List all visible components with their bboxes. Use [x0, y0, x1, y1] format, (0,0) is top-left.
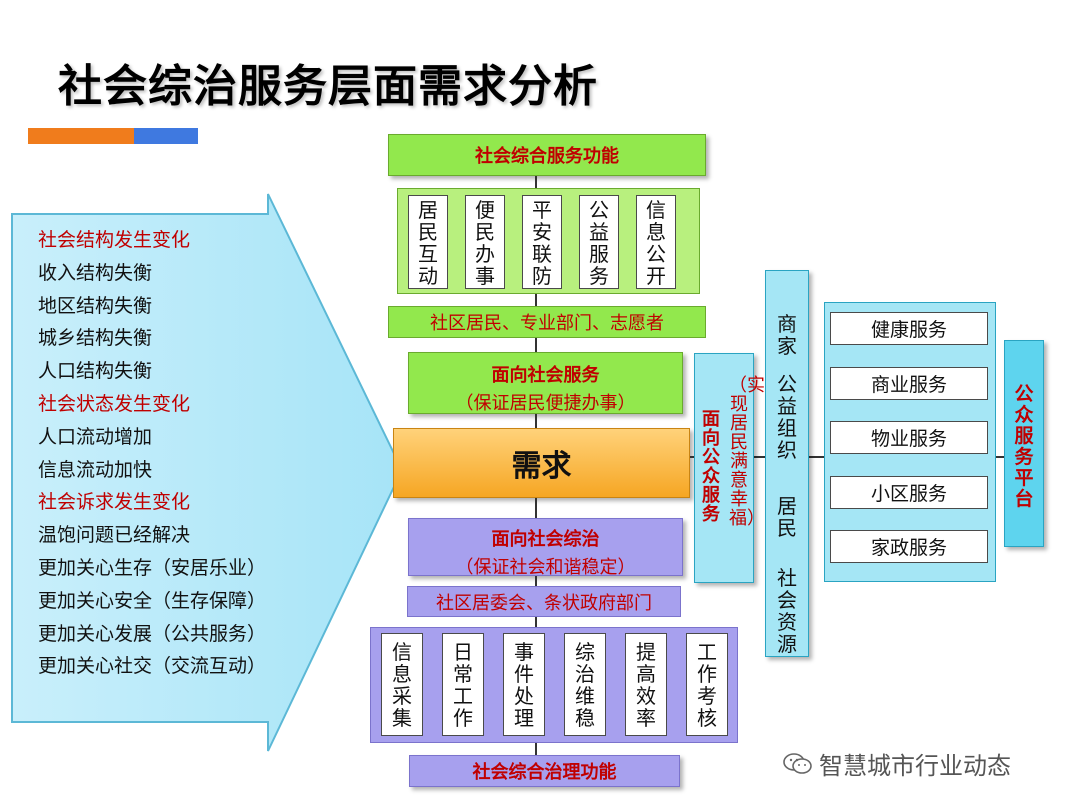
governance-function-cell: 工作考核: [686, 633, 728, 736]
governance-function-cell: 提高效率: [625, 633, 667, 736]
context-item: 更加关心发展（公共服务）: [38, 622, 267, 645]
connector: [535, 576, 537, 586]
social-service-function-header: 社会综合服务功能: [388, 134, 706, 176]
context-item: 人口结构失衡: [38, 360, 153, 383]
public-service-box: （实现居民满意幸福） 面向公众服务: [694, 353, 765, 583]
top-participants: 社区居民、专业部门、志愿者: [388, 306, 706, 338]
service-function-label: 居民互动: [418, 198, 438, 288]
resource-label: 公益组织: [777, 372, 797, 462]
context-item: 更加关心社交（交流互动）: [38, 655, 267, 678]
governance-function-label: 提高效率: [636, 640, 656, 730]
connector: [535, 498, 537, 518]
service-title: 面向社会服务: [491, 365, 600, 386]
participants-label: 社区居委会、条状政府部门: [436, 592, 652, 614]
accent-bar-orange: [28, 128, 134, 144]
context-item: 城乡结构失衡: [38, 327, 153, 350]
social-governance-function-footer: 社会综合治理功能: [409, 755, 680, 787]
service-item: 小区服务: [830, 475, 988, 509]
governance-function-label: 事件处理: [514, 640, 534, 730]
demand-box: 需求: [393, 428, 690, 498]
watermark-text: 智慧城市行业动态: [819, 752, 1011, 780]
connector: [535, 743, 537, 755]
resources-box: 商家公益组织居民社会资源: [765, 270, 809, 657]
governance-function-label: 日常工作: [453, 640, 473, 730]
context-item: 地区结构失衡: [38, 294, 153, 317]
social-service-box: 面向社会服务 （保证居民便捷办事）: [408, 352, 683, 414]
connector: [535, 414, 537, 428]
context-heading: 社会状态发生变化: [38, 392, 191, 415]
public-service-title: 面向公众服务: [702, 409, 720, 525]
context-item: 收入结构失衡: [38, 261, 153, 284]
public-service-subtitle: （实现居民满意幸福）: [729, 375, 765, 529]
resource-label: 居民: [777, 494, 797, 540]
governance-title: 面向社会综治: [491, 529, 600, 550]
connector: [535, 176, 537, 188]
governance-function-label: 工作考核: [697, 640, 717, 730]
resource-label: 社会资源: [777, 566, 797, 656]
service-function-label: 便民办事: [475, 198, 495, 288]
demand-label: 需求: [511, 449, 572, 484]
connector: [535, 617, 537, 627]
connector: [535, 294, 537, 306]
service-function-cell: 公益服务: [579, 195, 619, 289]
context-arrow: [11, 193, 404, 752]
context-heading: 社会结构发生变化: [38, 229, 191, 251]
service-function-cell: 信息公开: [636, 195, 676, 289]
context-item: 人口流动增加: [38, 425, 153, 448]
connector: [535, 338, 537, 352]
services-panel: 健康服务商业服务物业服务小区服务家政服务: [824, 302, 996, 582]
service-item: 商业服务: [830, 366, 988, 400]
accent-bar-blue: [134, 128, 198, 144]
context-item: 温饱问题已经解决: [38, 524, 191, 547]
governance-function-cell: 信息采集: [381, 633, 423, 736]
governance-subtitle: （保证社会和谐稳定）: [455, 557, 636, 578]
footer-label: 社会综合治理功能: [472, 762, 617, 783]
resource-label: 商家: [777, 312, 797, 358]
header-label: 社会综合服务功能: [475, 146, 619, 167]
governance-function-cell: 事件处理: [503, 633, 545, 736]
service-subtitle: （保证居民便捷办事）: [455, 393, 636, 414]
governance-function-label: 信息采集: [392, 640, 412, 730]
governance-functions-panel: 信息采集 日常工作 事件处理 综治维稳 提高效率 工作考核: [370, 627, 738, 743]
context-item: 更加关心生存（安居乐业）: [38, 556, 267, 579]
participants-label: 社区居民、专业部门、志愿者: [430, 313, 664, 334]
service-function-label: 公益服务: [589, 198, 609, 288]
context-heading: 社会诉求发生变化: [38, 491, 191, 514]
context-item: 更加关心安全（生存保障）: [38, 589, 267, 612]
service-item: 物业服务: [830, 421, 988, 454]
service-function-label: 信息公开: [646, 198, 666, 288]
platform-label: 公众服务平台: [1014, 383, 1034, 510]
service-function-cell: 便民办事: [465, 195, 505, 289]
service-functions-panel: 居民互动 便民办事 平安联防 公益服务 信息公开: [397, 188, 700, 294]
service-function-label: 平安联防: [532, 198, 552, 288]
service-item: 健康服务: [830, 312, 988, 345]
wechat-icon: [783, 752, 812, 774]
service-item: 家政服务: [830, 530, 988, 563]
page-title: 社会综治服务层面需求分析: [58, 61, 598, 112]
context-list: 社会结构发生变化收入结构失衡地区结构失衡城乡结构失衡人口结构失衡社会状态发生变化…: [38, 224, 338, 683]
social-governance-box: 面向社会综治 （保证社会和谐稳定）: [408, 518, 683, 578]
bottom-participants: 社区居委会、条状政府部门: [407, 586, 681, 617]
watermark: 智慧城市行业动态: [783, 746, 1011, 781]
service-function-cell: 居民互动: [408, 195, 448, 289]
public-service-platform: 公众服务平台: [1004, 340, 1044, 547]
governance-function-cell: 综治维稳: [564, 633, 606, 736]
context-item: 信息流动加快: [38, 458, 153, 481]
service-function-cell: 平安联防: [522, 195, 562, 289]
governance-function-label: 综治维稳: [575, 640, 595, 730]
governance-function-cell: 日常工作: [442, 633, 484, 736]
